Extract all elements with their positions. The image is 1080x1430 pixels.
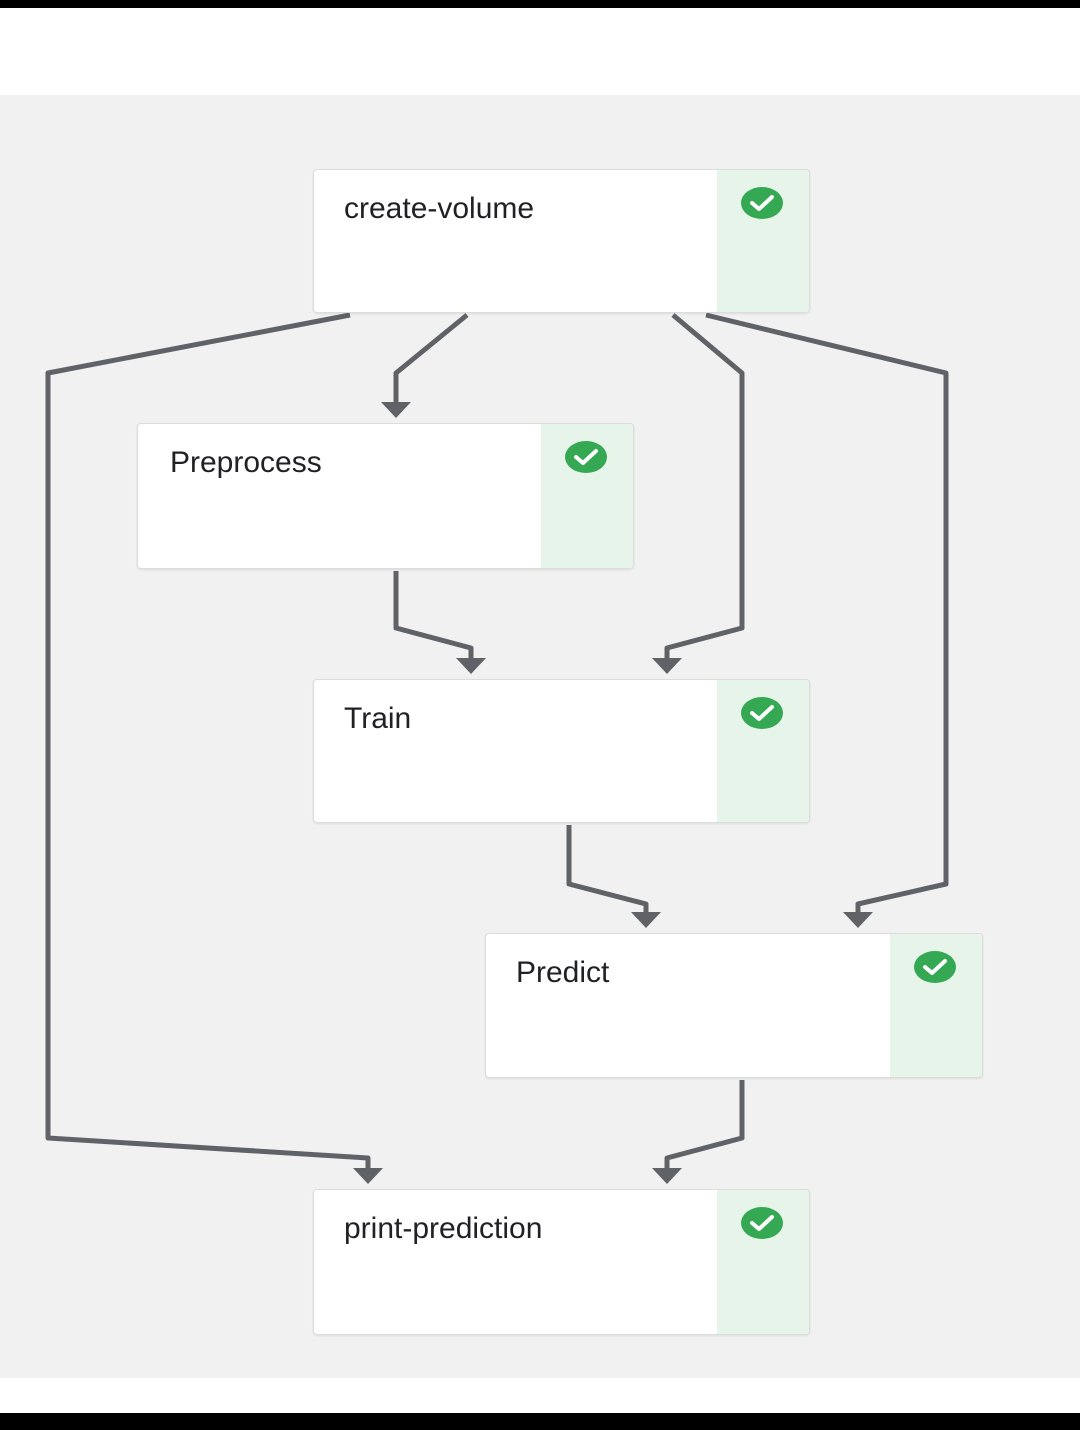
edge-train-to-predict [566, 825, 649, 914]
edge-create-volume-to-train [664, 313, 745, 660]
node-status-panel [541, 424, 633, 568]
edge-create-volume-to-preprocess [393, 313, 469, 404]
arrowhead [631, 912, 661, 928]
check-circle-icon [741, 697, 783, 729]
check-circle-icon [565, 441, 607, 473]
node-status-panel [717, 1190, 809, 1334]
arrowhead [456, 658, 486, 674]
arrowhead [652, 658, 682, 674]
edge-create-volume-to-print-prediction [45, 312, 371, 1172]
node-label: print-prediction [344, 1212, 543, 1245]
arrowhead [381, 402, 411, 418]
node-status-panel [717, 170, 809, 312]
node-status-panel [717, 680, 809, 822]
top-black-bar [0, 0, 1080, 8]
check-circle-icon [741, 187, 783, 219]
node-predict[interactable]: Predict [485, 933, 983, 1078]
node-label: create-volume [344, 192, 535, 225]
arrowhead [652, 1168, 682, 1184]
node-label: Train [344, 702, 412, 735]
check-circle-icon [741, 1207, 783, 1239]
node-status-panel [890, 934, 982, 1077]
check-circle-icon [914, 951, 956, 983]
node-train[interactable]: Train [313, 679, 810, 823]
arrowhead [353, 1168, 383, 1184]
arrowhead [843, 912, 873, 928]
edge-create-volume-to-predict [705, 312, 949, 914]
node-print-prediction[interactable]: print-prediction [313, 1189, 810, 1335]
node-label: Preprocess [170, 446, 322, 479]
node-preprocess[interactable]: Preprocess [137, 423, 634, 569]
node-label: Predict [516, 956, 610, 989]
node-create-volume[interactable]: create-volume [313, 169, 810, 313]
bottom-black-bar [0, 1413, 1080, 1430]
edge-predict-to-print-prediction [664, 1080, 745, 1172]
edge-preprocess-to-train [393, 571, 474, 660]
